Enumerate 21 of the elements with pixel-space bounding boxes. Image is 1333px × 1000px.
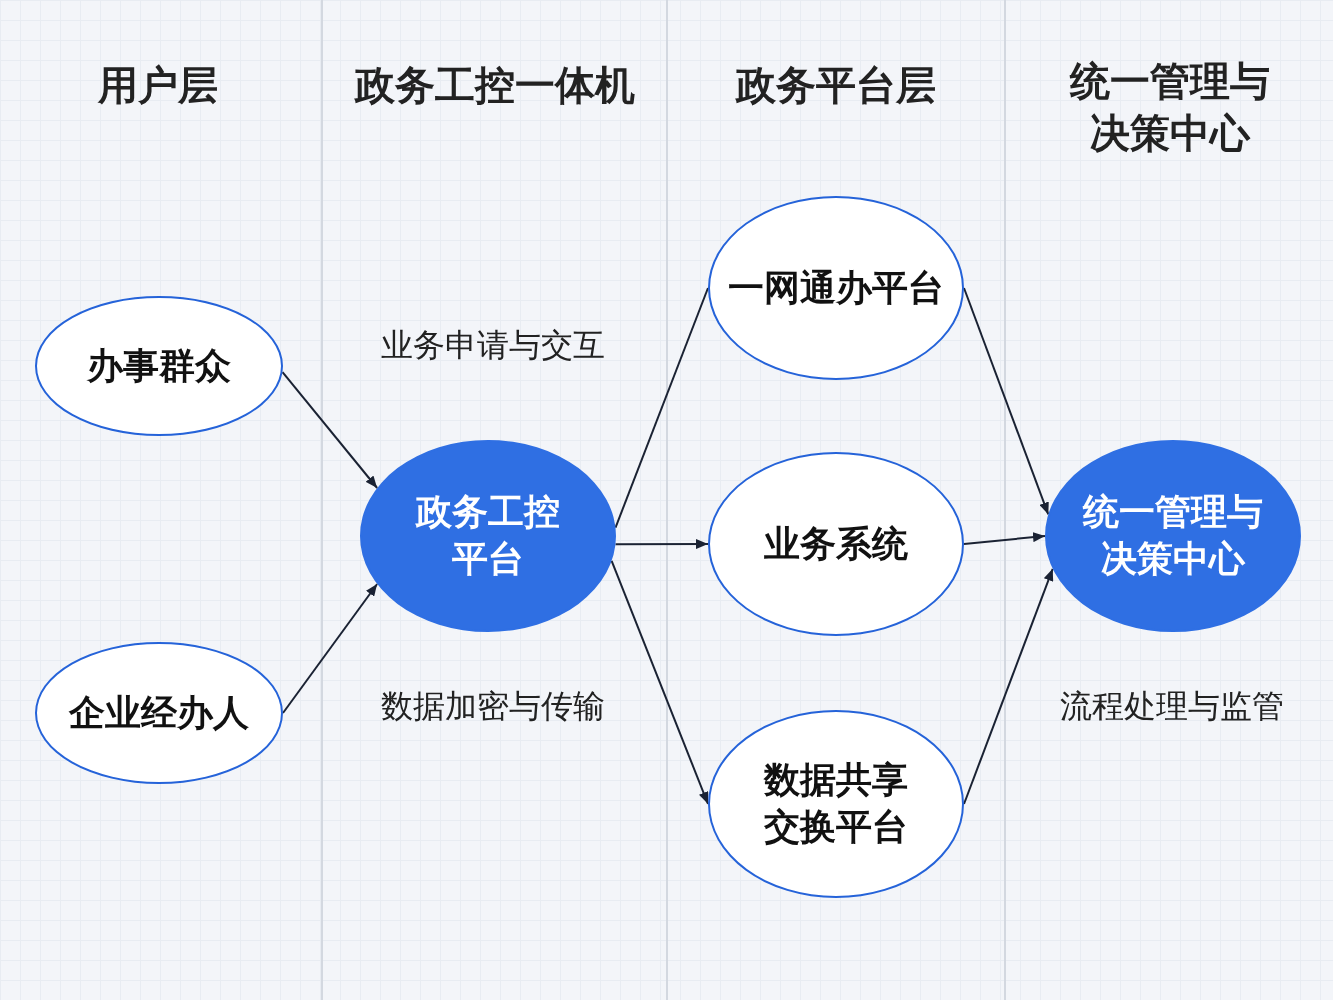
column-heading: 统一管理与决策中心 [1068,57,1271,158]
connector-line [614,287,709,529]
column-heading: 政务工控一体机 [353,61,636,110]
arrow [610,559,709,805]
column-heading: 政务平台层 [734,61,937,110]
oval-node: 办事群众 [35,296,283,436]
flow-label: 流程处理与监管 [1059,686,1285,727]
flow-label: 数据加密与传输 [380,686,606,727]
arrow [281,371,379,489]
oval-node: 企业经办人 [35,642,283,784]
arrow [963,532,1046,545]
oval-node: 业务系统 [708,452,964,636]
flow-label: 业务申请与交互 [380,325,606,366]
arrow [282,583,379,714]
oval-node: 数据共享交换平台 [708,710,964,898]
oval-node: 一网通办平台 [708,196,964,380]
arrow [614,539,709,550]
oval-node: 政务工控平台 [360,440,616,632]
column-heading: 用户层 [97,61,219,110]
oval-node: 统一管理与决策中心 [1045,440,1301,632]
arrow [963,287,1050,516]
